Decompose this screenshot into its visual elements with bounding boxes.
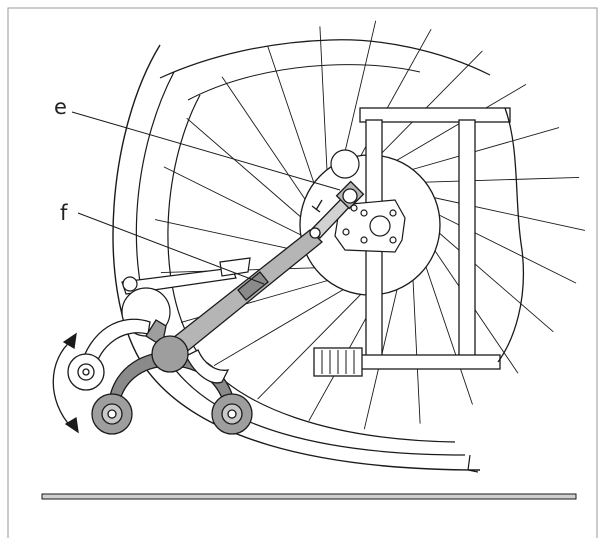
leader-e xyxy=(71,111,341,191)
spoke xyxy=(421,194,585,231)
spoke xyxy=(427,209,577,284)
spoke xyxy=(385,84,527,168)
spoke xyxy=(339,20,377,174)
spoke xyxy=(267,45,319,196)
footrest-ribs xyxy=(321,350,355,374)
spoke xyxy=(421,254,473,405)
spoke xyxy=(186,117,311,226)
telescopic-lever xyxy=(149,180,365,371)
label-f: f xyxy=(60,201,68,225)
frame-top-tube xyxy=(359,107,511,123)
anti-tip-assembly xyxy=(67,318,253,435)
lever-pivot-bolt xyxy=(309,227,321,239)
leader-f xyxy=(77,212,265,285)
link-clip xyxy=(219,257,251,277)
swivel-guard xyxy=(185,349,230,384)
axle-center xyxy=(369,215,391,237)
backrest-outline xyxy=(497,107,525,363)
axle-plate xyxy=(330,149,406,253)
curved-double-arrow-icon xyxy=(52,332,79,434)
spoke xyxy=(429,224,554,333)
tire-tail xyxy=(467,454,479,473)
spoke xyxy=(163,166,313,241)
frame-border xyxy=(7,7,598,538)
label-e: e xyxy=(54,95,67,119)
axle-ring xyxy=(330,149,360,179)
frame-bottom-tube xyxy=(359,354,501,370)
spoke xyxy=(399,127,560,174)
lever-t-handle xyxy=(311,199,323,213)
spoke xyxy=(257,284,371,400)
link-pivot xyxy=(122,276,138,292)
spoke xyxy=(319,26,329,183)
frame-vertical-tube-rear xyxy=(458,119,476,359)
spoke xyxy=(221,76,313,210)
rim-outer xyxy=(167,94,456,443)
spoke xyxy=(213,282,355,366)
lever-top-knob xyxy=(342,188,358,204)
leader-lines xyxy=(71,111,341,285)
push-rim xyxy=(187,64,421,101)
lever-sleeve-collar xyxy=(237,271,269,301)
anti-tip-hub xyxy=(151,335,189,373)
link-bar xyxy=(121,267,237,295)
floor-line xyxy=(41,493,577,500)
spoke xyxy=(411,267,421,424)
tread-top xyxy=(159,39,491,79)
spoke xyxy=(412,176,580,184)
